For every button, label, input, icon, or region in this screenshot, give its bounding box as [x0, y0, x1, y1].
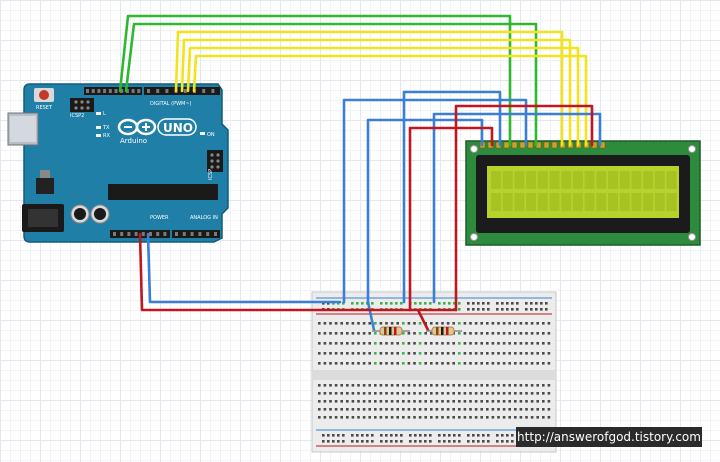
atmega-chip: [108, 184, 218, 200]
wire-red-5v: [138, 232, 458, 312]
lcd-char-cell: [572, 193, 583, 211]
power-label: POWER: [150, 215, 169, 221]
digital-label: DIGITAL (PWM~): [150, 101, 192, 107]
wire-yellow-d5: [180, 38, 572, 147]
reset-button: [34, 88, 54, 102]
lcd-16x2-module: [465, 140, 701, 246]
lcd-char-cell: [584, 171, 595, 189]
wire-blue-pot: [366, 300, 376, 332]
wire-blue-c: [366, 118, 484, 304]
wire-red-a: [408, 126, 494, 312]
icsp-header: [207, 150, 223, 172]
wires: [118, 14, 602, 332]
digital-header: [84, 87, 220, 95]
lcd-char-cell: [537, 193, 548, 211]
lcd-char-cell: [549, 171, 560, 189]
resistor-2: [426, 326, 462, 336]
lcd-char-cell: [549, 193, 560, 211]
lcd-pin: [511, 141, 518, 149]
lcd-char-cell: [514, 171, 525, 189]
lcd-pin: [519, 141, 526, 149]
rx-label: RX: [103, 133, 110, 139]
lcd-char-cell: [666, 171, 677, 189]
lcd-char-cell: [514, 193, 525, 211]
lcd-char-cell: [643, 171, 654, 189]
arduino-uno-board: RESET ICSP2 L TX RX UNO Arduino ON: [7, 83, 229, 243]
wire-green-en: [124, 22, 538, 147]
lcd-char-cell: [631, 193, 642, 211]
lcd-character-cells: [491, 171, 677, 211]
lcd-char-cell: [596, 171, 607, 189]
lcd-char-cell: [561, 193, 572, 211]
lcd-pin: [527, 141, 534, 149]
power-analog-header: [110, 230, 220, 238]
resistor-1: [372, 326, 410, 336]
lcd-char-cell: [537, 171, 548, 189]
lcd-char-cell: [491, 193, 501, 211]
lcd-char-cell: [619, 193, 630, 211]
arduino-logo: [117, 118, 157, 136]
reset-label: RESET: [36, 105, 53, 111]
lcd-char-cell: [631, 171, 642, 189]
wire-blue-d: [432, 112, 602, 304]
lcd-char-cell: [526, 193, 537, 211]
uno-badge: [157, 118, 197, 136]
arduino-brand-label: Arduino: [120, 137, 147, 145]
lcd-pin: [503, 141, 510, 149]
lcd-pin: [551, 141, 558, 149]
wire-blue-gnd: [146, 232, 342, 304]
lcd-char-cell: [654, 171, 665, 189]
lcd-char-cell: [491, 171, 501, 189]
wire-yellow-d4: [174, 30, 564, 147]
lcd-char-cell: [608, 171, 618, 189]
lcd-char-cell: [572, 171, 583, 189]
wire-blue-b: [402, 90, 502, 304]
breadboard: [311, 291, 557, 453]
uno-label: UNO: [163, 121, 193, 135]
lcd-char-cell: [643, 193, 654, 211]
tx-label: TX: [102, 125, 110, 131]
wire-blue-a: [342, 98, 528, 304]
analog-label: ANALOG IN: [190, 215, 218, 221]
icsp-label: ICSP: [208, 169, 214, 180]
wire-red-res: [416, 308, 430, 332]
on-label: ON: [207, 132, 215, 138]
voltage-regulator: [36, 178, 54, 194]
l-led-label: L: [103, 111, 106, 117]
lcd-char-cell: [666, 193, 677, 211]
lcd-char-cell: [596, 193, 607, 211]
lcd-char-cell: [584, 193, 595, 211]
lcd-char-cell: [502, 193, 513, 211]
icsp2-label: ICSP2: [70, 113, 84, 119]
center-channel: [312, 370, 556, 380]
wire-green-rs: [118, 14, 512, 147]
lcd-char-cell: [561, 171, 572, 189]
icsp2-header: [70, 98, 94, 112]
wire-yellow-d7: [192, 54, 588, 147]
lcd-pin: [543, 141, 550, 149]
lcd-char-cell: [654, 193, 665, 211]
wire-yellow-d6: [186, 46, 580, 147]
lcd-char-cell: [526, 171, 537, 189]
capacitors: [70, 204, 110, 224]
watermark-url: http://answerofgod.tistory.com: [516, 427, 702, 447]
wire-red-b: [454, 104, 594, 312]
lcd-char-cell: [619, 171, 630, 189]
lcd-char-cell: [608, 193, 618, 211]
lcd-char-cell: [502, 171, 513, 189]
